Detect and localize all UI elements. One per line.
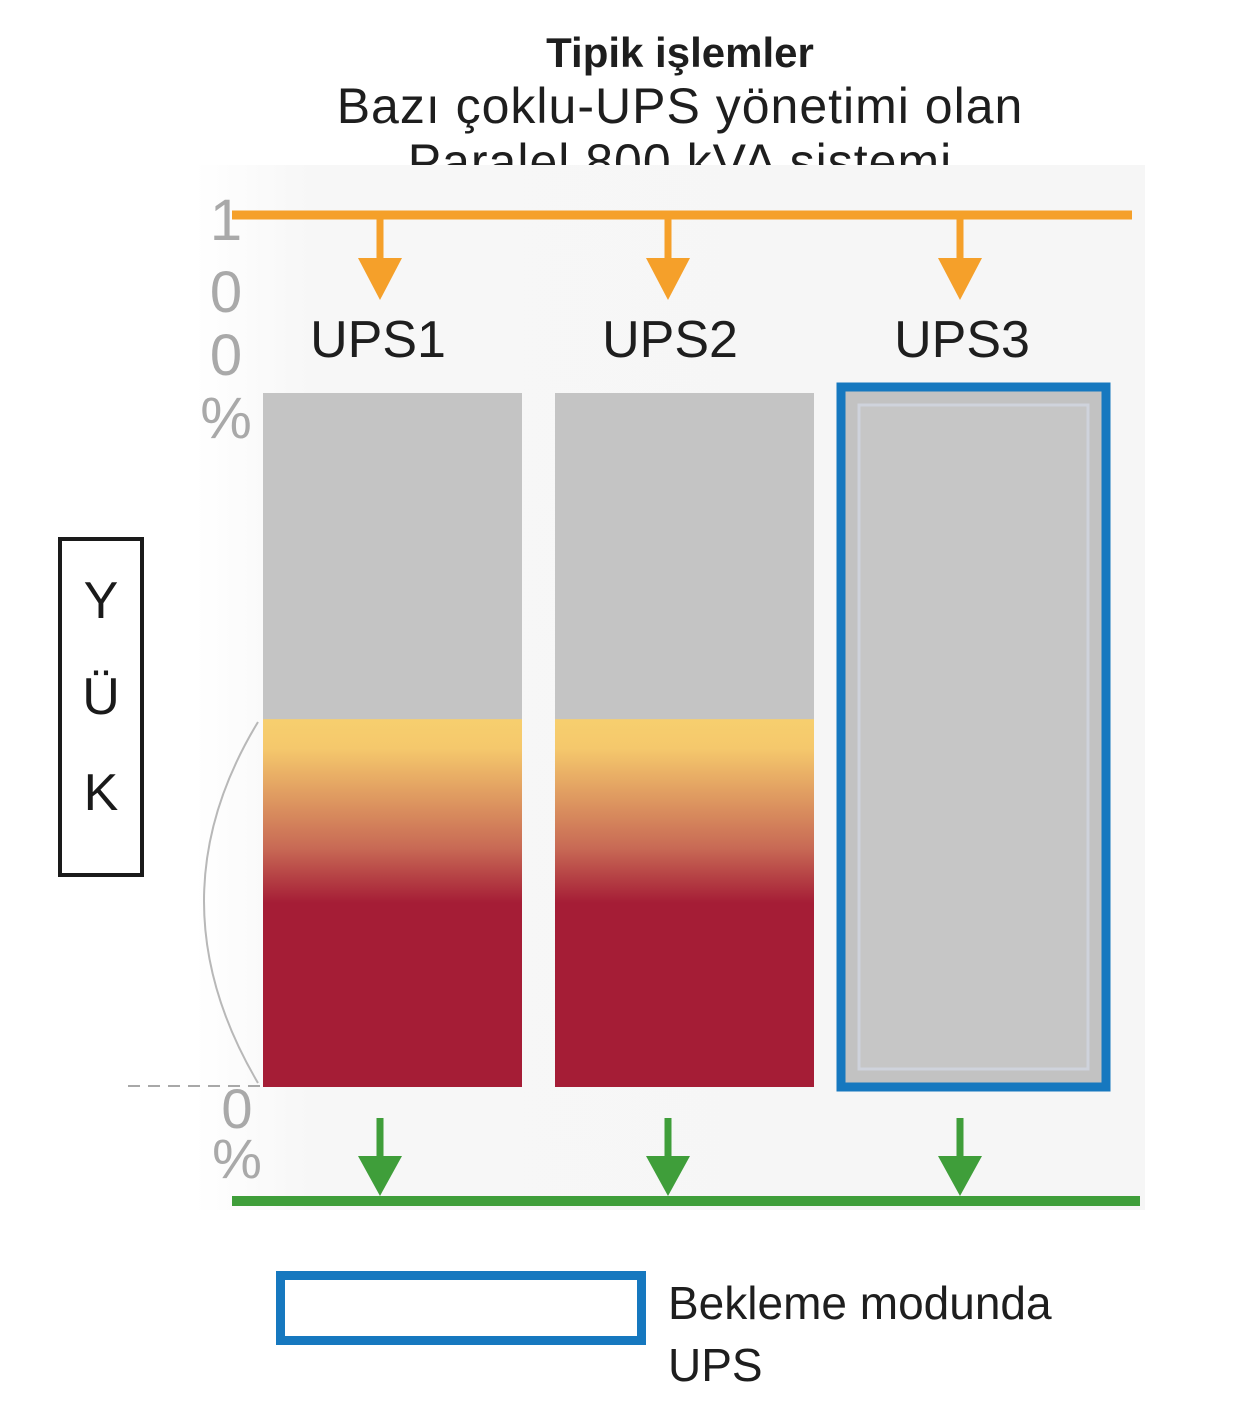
percent-scale: 100%0%: [200, 188, 262, 1190]
ups2-load-fill: [555, 719, 814, 1087]
ups1-input-arrow-head: [358, 258, 402, 300]
ups3-label: UPS3: [894, 311, 1030, 369]
legend-text-line-1: Bekleme modunda: [668, 1277, 1052, 1329]
ups3-input-arrow-head: [938, 258, 982, 300]
ups-units: [263, 219, 1111, 1196]
load-letter-u: Ü: [82, 668, 120, 726]
ups3-output-arrow-head: [938, 1156, 982, 1196]
scale-top-char-1: 1: [210, 188, 242, 253]
load-bracket-arc: [203, 721, 259, 1084]
scale-top-char-3: 0: [210, 323, 242, 388]
legend-standby-text: Bekleme modunda UPS: [668, 1272, 1148, 1396]
ups3-standby-border: [836, 382, 1111, 1092]
ups2-input-arrow-head: [646, 258, 690, 300]
scale-bottom-char-1: 0: [221, 1077, 252, 1140]
legend-text-line-2: UPS: [668, 1339, 763, 1391]
legend-standby-swatch: [276, 1271, 646, 1345]
title-line-1: Tipik işlemler: [546, 29, 814, 76]
scale-top-char-2: 0: [210, 260, 242, 325]
ups3-inner-panel: [857, 403, 1090, 1071]
ups1-label: UPS1: [310, 311, 446, 369]
ups1-output-arrow-head: [358, 1156, 402, 1196]
scale-bottom-char-2: %: [212, 1127, 262, 1190]
load-axis-label: Y Ü K: [58, 537, 144, 877]
ups2-label: UPS2: [602, 311, 738, 369]
title-line-2: Bazı çoklu-UPS yönetimi olan: [336, 78, 1024, 134]
ups2-output-arrow-head: [646, 1156, 690, 1196]
scale-top-char-4: %: [200, 386, 252, 451]
load-letter-y: Y: [83, 572, 119, 630]
load-letter-k: K: [83, 764, 119, 822]
ups1-load-fill: [263, 719, 522, 1087]
